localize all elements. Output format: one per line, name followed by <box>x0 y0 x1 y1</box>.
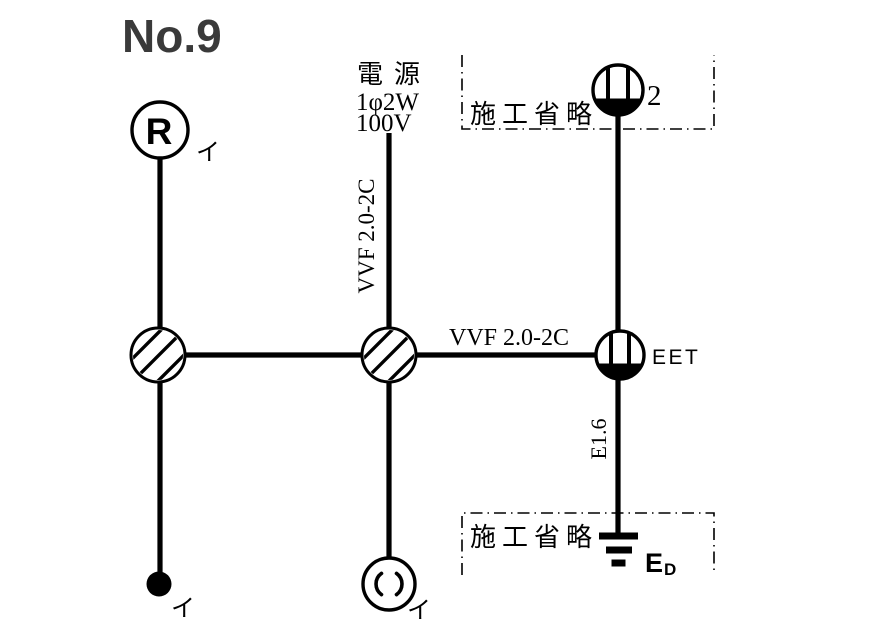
ground-label-sub: D <box>664 560 676 579</box>
lamp-receptacle-letter: R <box>146 111 173 152</box>
eet-outlet-symbol <box>594 329 646 381</box>
lamp-receptacle-symbol: R <box>130 100 190 160</box>
construction-omitted-label-bottom: 施工省略 <box>470 523 598 552</box>
power-source-title: 電源 <box>357 60 431 89</box>
outlet-2-symbol <box>591 63 645 117</box>
switch-circuit-mark: イ <box>171 596 195 622</box>
cable-label-vertical-feed: VVF 2.0-2C <box>354 178 379 293</box>
construction-omitted-box-top <box>461 55 715 130</box>
junction-box-right <box>360 326 418 384</box>
ceiling-rosette-symbol <box>361 556 417 612</box>
cable-label-horizontal-run: VVF 2.0-2C <box>449 325 569 351</box>
junction-box-left <box>129 326 187 384</box>
power-source-phase: 1φ2W <box>356 89 419 116</box>
outlet-count-label: 2 <box>647 80 662 112</box>
lamp-receptacle-circuit-mark: イ <box>196 140 220 166</box>
eet-outlet-label: EET <box>652 346 700 369</box>
power-source-voltage: 100V <box>356 110 412 137</box>
ceiling-rosette-circuit-mark: イ <box>407 598 431 624</box>
page-title: No.9 <box>122 10 222 62</box>
construction-omitted-box-bottom <box>461 512 715 575</box>
ground-electrode-label: E D <box>645 548 676 579</box>
ground-symbol <box>599 532 638 567</box>
power-source-label: 電源 1φ2W 100V <box>356 60 431 137</box>
construction-omitted-label-top: 施工省略 <box>470 100 598 129</box>
ground-label-main: E <box>645 548 663 578</box>
switch-dot-symbol <box>146 571 172 597</box>
earth-wire-label: E1.6 <box>586 419 611 460</box>
